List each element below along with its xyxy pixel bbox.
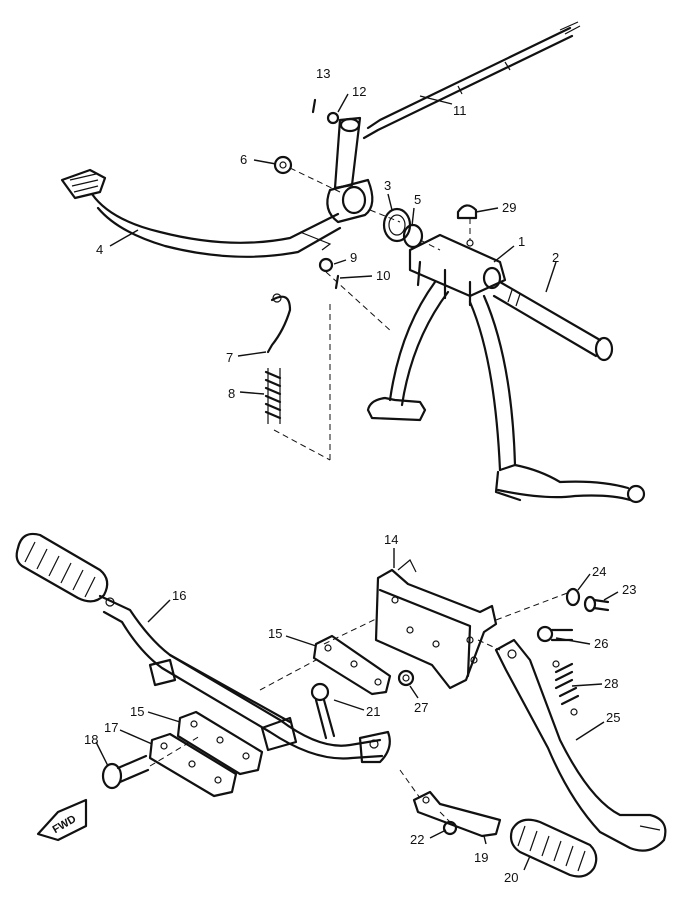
callout-11: 11 — [453, 103, 467, 118]
callout-5: 5 — [414, 192, 421, 207]
right-footrest-arm — [412, 790, 502, 838]
callout-9: 9 — [350, 250, 357, 265]
nut-27 — [397, 669, 415, 687]
callout-15-lower: 15 — [130, 704, 144, 719]
callout-3: 3 — [384, 178, 391, 193]
washers-group — [273, 98, 424, 290]
main-stand — [366, 233, 646, 504]
callout-4: 4 — [96, 242, 103, 257]
callout-27: 27 — [414, 700, 428, 715]
callout-leaders — [95, 93, 619, 871]
pivot-bolt — [310, 682, 336, 740]
mount-plate — [148, 732, 238, 798]
callout-25: 25 — [606, 710, 620, 725]
callout-19: 19 — [474, 850, 488, 865]
callout-21: 21 — [366, 704, 380, 719]
footrest-bar — [98, 594, 391, 764]
brake-arm — [326, 116, 374, 224]
bolt-23 — [583, 595, 610, 613]
damper-plate-upper — [312, 634, 392, 696]
callout-22: 22 — [410, 832, 424, 847]
callout-16: 16 — [172, 588, 186, 603]
upper-alignment-lines — [273, 167, 471, 461]
callout-labels: 13 12 11 6 3 5 29 4 1 2 9 10 7 8 14 16 2… — [84, 66, 636, 885]
callout-12: 12 — [352, 84, 366, 99]
brake-return-spring — [552, 660, 580, 716]
callout-17: 17 — [104, 720, 118, 735]
lower-alignment-lines — [149, 591, 571, 823]
callout-1: 1 — [518, 234, 525, 249]
footrest-bracket — [374, 559, 498, 690]
callout-20: 20 — [504, 870, 518, 885]
callout-13: 13 — [316, 66, 330, 81]
callout-8: 8 — [228, 386, 235, 401]
callout-15-upper: 15 — [268, 626, 282, 641]
callout-6: 6 — [240, 152, 247, 167]
bolt — [101, 754, 150, 790]
callout-14: 14 — [384, 532, 398, 547]
callout-7: 7 — [226, 350, 233, 365]
callout-29: 29 — [502, 200, 516, 215]
callout-2: 2 — [552, 250, 559, 265]
washer-24 — [565, 587, 581, 607]
callout-28: 28 — [604, 676, 618, 691]
rubber-cap — [456, 204, 478, 247]
brake-pedal — [60, 168, 342, 258]
callout-10: 10 — [376, 268, 390, 283]
right-footrest-rubber — [509, 818, 598, 878]
rear-brake-pedal — [494, 625, 667, 852]
callout-24: 24 — [592, 564, 606, 579]
pivot-shaft — [482, 266, 614, 362]
damper-plate-lower — [176, 710, 264, 776]
callout-26: 26 — [594, 636, 608, 651]
left-footrest-rubber — [15, 532, 109, 603]
callout-23: 23 — [622, 582, 636, 597]
fwd-arrow-icon: FWD — [36, 798, 88, 842]
stand-spring — [264, 293, 292, 424]
callout-18: 18 — [84, 732, 98, 747]
brake-rod — [362, 21, 581, 140]
